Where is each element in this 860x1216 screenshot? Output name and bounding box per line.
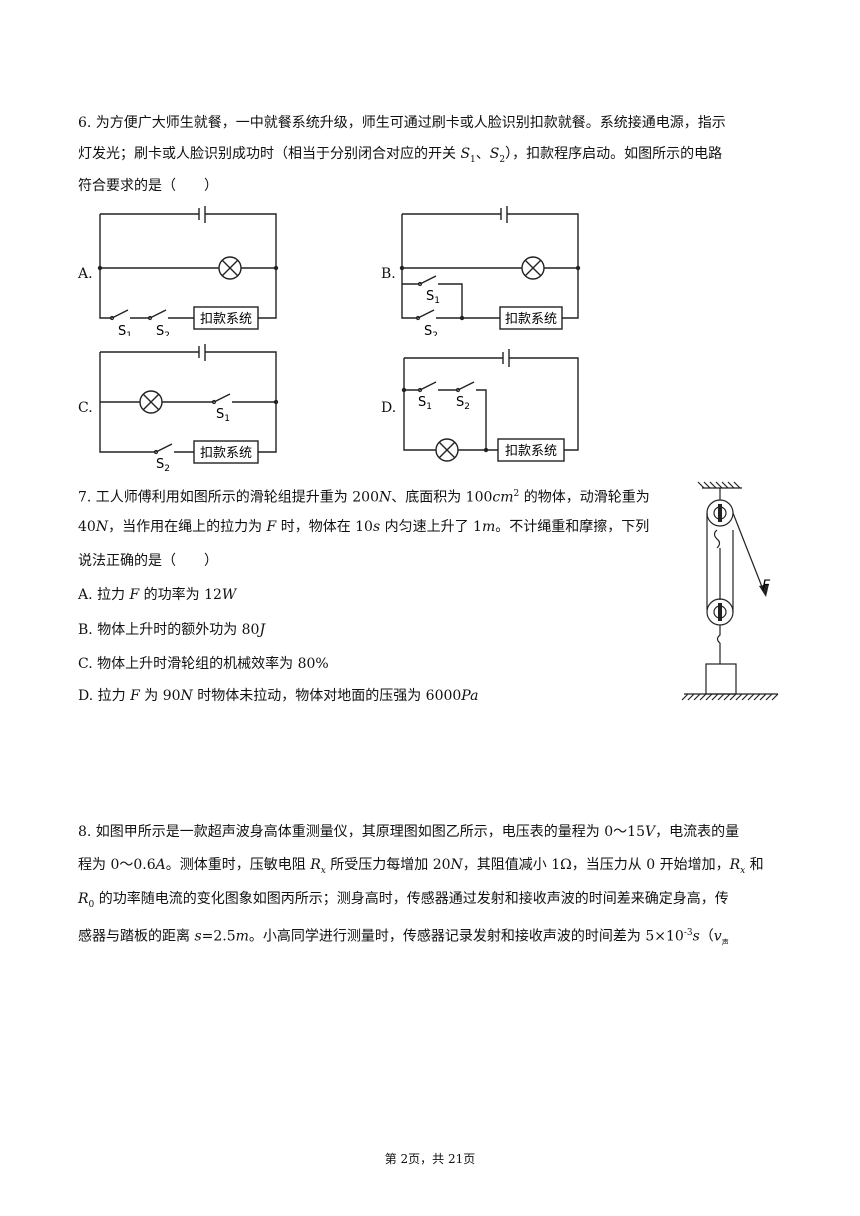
q8-line-1: 8. 如图甲所示是一款超声波身高体重测量仪，其原理图如图乙所示，电压表的量程为 …: [78, 824, 740, 840]
q6-line-1: 6. 为方便广大师生就餐，一中就餐系统升级，师生可通过刷卡或人脸识别扣款就餐。系…: [78, 115, 726, 131]
option-b-label: B.: [381, 266, 396, 282]
q7-line-3: 说法正确的是（ ）: [78, 553, 218, 569]
circuit-c: 扣款系统 S1 S2: [76, 343, 306, 478]
pulley-diagram: F: [680, 480, 790, 714]
q8-line-3: R0 的功率随电流的变化图象如图丙所示；测身高时，传感器通过发射和接收声波的时间…: [78, 891, 729, 910]
circuit-b: 扣款系统 S1 S2: [380, 205, 610, 341]
box-label-c: 扣款系统: [200, 446, 252, 461]
switch-label-c-s1: S1: [216, 407, 230, 424]
q7-option-b: B. 物体上升时的额外功为 80J: [78, 622, 266, 638]
force-label: F: [762, 578, 771, 594]
q8-line-2: 程为 0～0.6A。测体重时，压敏电阻 Rx 所受压力每增加 20N，其阻值减小…: [78, 857, 764, 876]
switch-label-a-s2: S2: [156, 324, 170, 336]
q7-line-1: 7. 工人师傅利用如图所示的滑轮组提升重为 200N、底面积为 100cm2 的…: [78, 489, 650, 506]
page-footer: 第 2页，共 21页: [384, 1152, 476, 1166]
circuit-d: 扣款系统 S1 S2: [380, 344, 610, 478]
switch-label-d-s1: S1: [418, 395, 432, 412]
switch-label-d-s2: S2: [456, 395, 470, 412]
switch-label-b-s1: S1: [426, 289, 440, 306]
switch-label-b-s2: S2: [424, 324, 438, 336]
q7-option-d: D. 拉力 F 为 90N 时物体未拉动，物体对地面的压强为 6000Pa: [78, 688, 479, 704]
box-label-b: 扣款系统: [505, 312, 557, 327]
option-c-label: C.: [78, 400, 93, 416]
option-d-label: D.: [381, 400, 397, 416]
switch-label-a-s1: S1: [118, 324, 132, 336]
box-label-a: 扣款系统: [200, 312, 252, 327]
q6-line-3: 符合要求的是（ ）: [78, 178, 218, 194]
circuit-a: 扣款系统 S1 S2: [76, 205, 306, 341]
q7-option-c: C. 物体上升时滑轮组的机械效率为 80%: [78, 656, 329, 672]
box-label-d: 扣款系统: [505, 444, 557, 459]
q7-line-2: 40N，当作用在绳上的拉力为 F 时，物体在 10s 内匀速上升了 1m。不计绳…: [78, 519, 650, 535]
q7-option-a: A. 拉力 F 的功率为 12W: [78, 587, 237, 603]
switch-label-c-s2: S2: [156, 457, 170, 474]
option-a-label: A.: [78, 266, 93, 282]
q6-line-2: 灯发光；刷卡或人脸识别成功时（相当于分别闭合对应的开关 S1、S2），扣款程序启…: [78, 146, 723, 165]
q8-line-4: 感器与踏板的距离 s=2.5m。小高同学进行测量时，传感器记录发射和接收声波的时…: [78, 928, 729, 947]
